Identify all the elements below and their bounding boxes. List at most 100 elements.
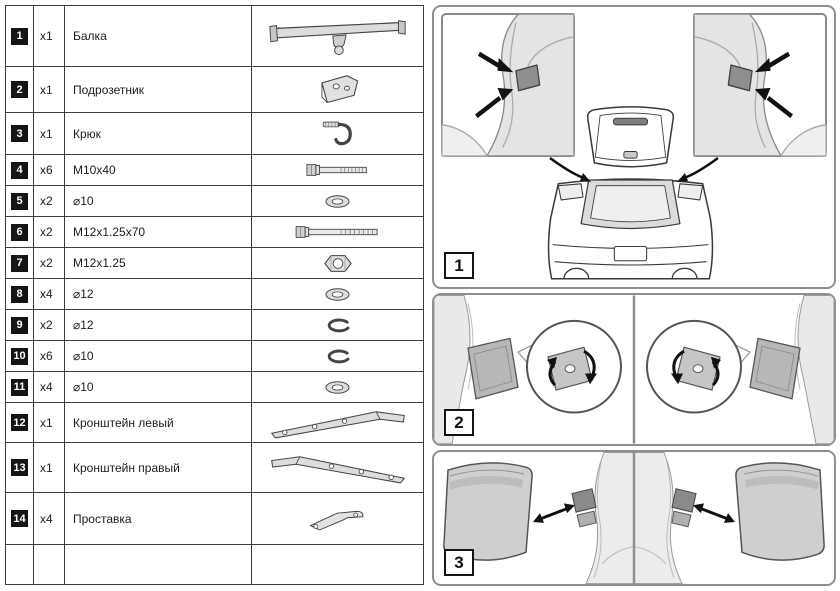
part-name: ⌀12 [64, 279, 251, 309]
step-3-illustration [442, 452, 826, 584]
step-2-illustration [434, 295, 834, 444]
part-illustration [251, 279, 423, 309]
table-row: 6 x2 M12x1.25x70 [6, 216, 423, 247]
part-illustration [251, 113, 423, 154]
table-row: 4 x6 M10x40 [6, 154, 423, 185]
part-qty: x4 [33, 493, 64, 544]
part-qty: x1 [33, 113, 64, 154]
part-number-badge: 2 [11, 81, 28, 98]
part-name: Проставка [64, 493, 251, 544]
table-row: 14 x4 Проставка [6, 492, 423, 544]
part-number-badge: 9 [11, 316, 28, 334]
part-number-badge: 1 [11, 27, 28, 45]
part-number-badge: 4 [11, 161, 28, 179]
trim-clip-right-art [645, 295, 834, 444]
right-bracket-icon [268, 452, 408, 484]
part-name: M10x40 [64, 155, 251, 185]
part-illustration [251, 155, 423, 185]
part-illustration [251, 341, 423, 371]
part-qty: x1 [33, 67, 64, 112]
step-2-panel: 2 [432, 293, 836, 446]
part-name: M12x1.25 [64, 248, 251, 278]
table-row: 9 x2 ⌀12 [6, 309, 423, 340]
part-qty: x1 [33, 6, 64, 66]
trim-removal-right-art [632, 452, 826, 584]
part-number-badge: 3 [11, 125, 28, 142]
callout-line-left [549, 156, 585, 180]
part-name: ⌀10 [64, 341, 251, 371]
table-row: 8 x4 ⌀12 [6, 278, 423, 309]
spring-washer-icon [323, 318, 353, 333]
part-name: Крюк [64, 113, 251, 154]
part-number-badge: 13 [11, 459, 28, 476]
step-number-badge: 1 [444, 252, 474, 279]
part-qty: x4 [33, 372, 64, 402]
part-qty: x2 [33, 248, 64, 278]
part-number-badge: 7 [11, 254, 28, 272]
socket-plate-icon [313, 72, 363, 108]
beam-icon [266, 15, 409, 57]
long-bolt-icon [294, 223, 381, 241]
table-row: 13 x1 Кронштейн правый [6, 442, 423, 492]
part-number-badge: 5 [11, 192, 28, 210]
part-illustration [251, 443, 423, 492]
arrowhead-right [677, 173, 688, 182]
part-illustration [251, 403, 423, 442]
washer-icon [321, 380, 354, 395]
part-qty: x4 [33, 279, 64, 309]
part-name: Кронштейн правый [64, 443, 251, 492]
part-number-badge: 11 [11, 378, 28, 396]
part-qty: x2 [33, 310, 64, 340]
part-number-badge: 12 [11, 414, 28, 431]
part-name: Балка [64, 6, 251, 66]
part-qty: x6 [33, 341, 64, 371]
callout-line-right [683, 156, 719, 180]
part-qty: x2 [33, 217, 64, 247]
table-row: 5 x2 ⌀10 [6, 185, 423, 216]
step-number-badge: 2 [444, 409, 474, 436]
hook-icon [320, 118, 355, 150]
parts-table: 1 x1 Балка 2 x1 Подрозетник 3 x1 Крюк 4 [5, 5, 424, 585]
bolt-icon [305, 161, 370, 179]
part-qty: x2 [33, 186, 64, 216]
part-name: ⌀12 [64, 310, 251, 340]
table-row: 3 x1 Крюк [6, 112, 423, 154]
part-qty: x6 [33, 155, 64, 185]
table-row-empty [6, 544, 423, 584]
part-name: M12x1.25x70 [64, 217, 251, 247]
part-qty: x1 [33, 443, 64, 492]
table-row: 1 x1 Балка [6, 6, 423, 66]
part-illustration [251, 372, 423, 402]
table-row: 7 x2 M12x1.25 [6, 247, 423, 278]
step-1-panel: 1 [432, 5, 836, 289]
step-number-badge: 3 [444, 549, 474, 576]
arrowhead-left [580, 173, 591, 182]
spring-washer-icon [323, 349, 353, 364]
part-illustration [251, 217, 423, 247]
steps-column: 1 2 3 [432, 5, 836, 586]
washer-icon [321, 287, 354, 302]
table-row: 11 x4 ⌀10 [6, 371, 423, 402]
part-name: ⌀10 [64, 186, 251, 216]
nut-icon [323, 253, 353, 274]
part-illustration [251, 6, 423, 66]
table-row: 12 x1 Кронштейн левый [6, 402, 423, 442]
step-3-panel: 3 [432, 450, 836, 586]
part-number-badge: 6 [11, 223, 28, 241]
part-qty: x1 [33, 403, 64, 442]
step-1-illustration [434, 7, 834, 280]
part-illustration [251, 186, 423, 216]
part-name: ⌀10 [64, 372, 251, 402]
part-illustration [251, 248, 423, 278]
table-row: 2 x1 Подрозетник [6, 66, 423, 112]
left-bracket-icon [268, 407, 408, 439]
part-name: Подрозетник [64, 67, 251, 112]
part-number-badge: 10 [11, 347, 28, 365]
table-row: 10 x6 ⌀10 [6, 340, 423, 371]
washer-icon [321, 194, 354, 209]
part-number-badge: 14 [11, 510, 28, 527]
part-illustration [251, 67, 423, 112]
spacer-icon [307, 506, 369, 531]
part-number-badge: 8 [11, 285, 28, 303]
